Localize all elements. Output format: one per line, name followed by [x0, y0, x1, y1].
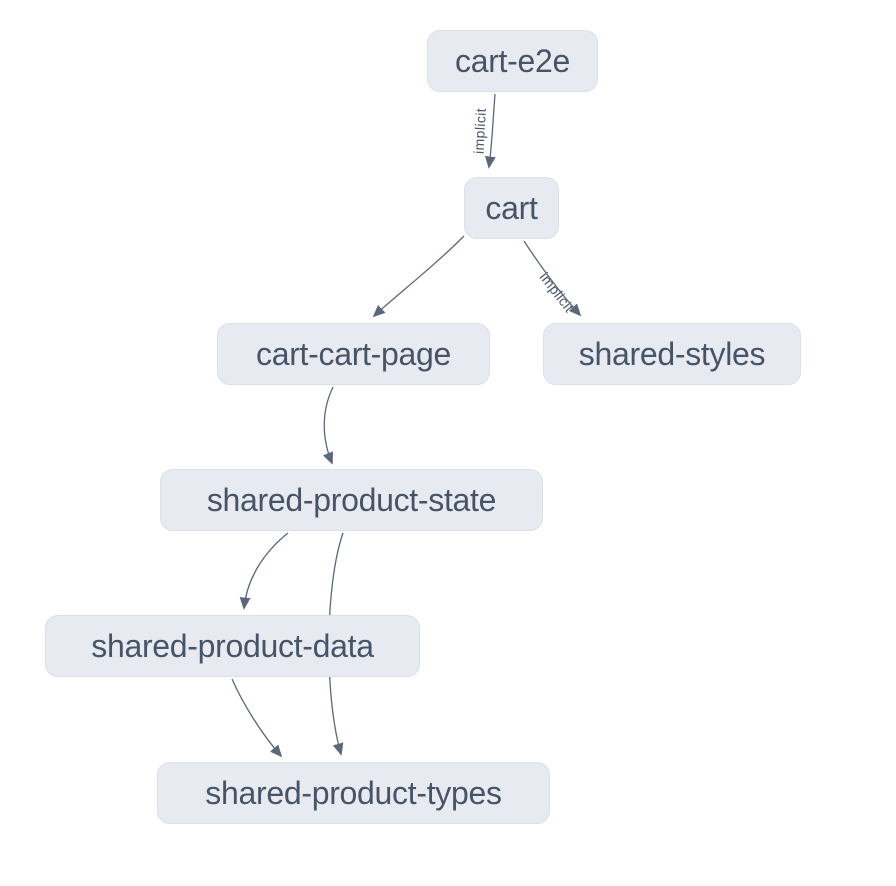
edge-label-cart-to-shared-styles: implicit [537, 269, 578, 315]
edge-shared-product-state-to-shared-product-data [239, 532, 289, 610]
edge-cart-cart-page-to-shared-product-state [322, 386, 334, 465]
edge-label-cart-e2e-to-cart: implicit [471, 108, 489, 155]
graph-node-cart[interactable]: cart [464, 177, 559, 239]
edge-cart-e2e-to-cart [484, 93, 496, 169]
edge-shared-product-data-to-shared-product-types [231, 678, 283, 758]
graph-node-cart-cart-page[interactable]: cart-cart-page [217, 323, 490, 385]
graph-node-shared-styles[interactable]: shared-styles [543, 323, 801, 385]
graph-node-shared-product-state[interactable]: shared-product-state [160, 469, 543, 531]
edge-cart-to-shared-styles [523, 240, 582, 317]
graph-node-shared-product-types[interactable]: shared-product-types [157, 762, 550, 824]
graph-node-shared-product-data[interactable]: shared-product-data [45, 615, 420, 677]
graph-node-cart-e2e[interactable]: cart-e2e [427, 30, 598, 92]
edge-cart-to-cart-cart-page [372, 235, 465, 318]
